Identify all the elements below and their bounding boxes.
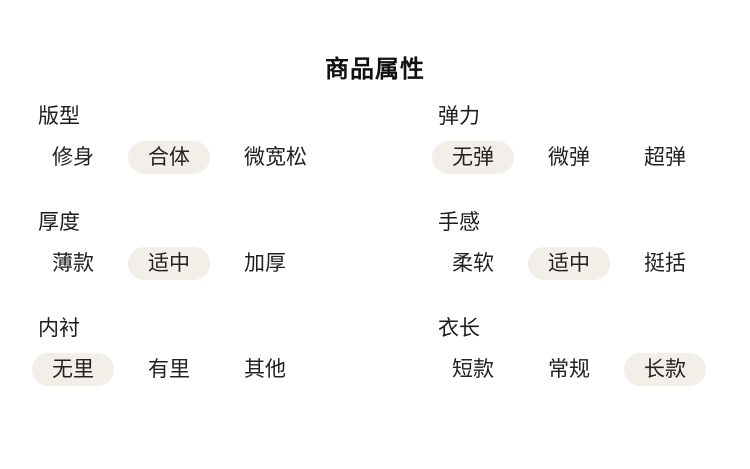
option-pill-selected[interactable]: 适中 (128, 247, 210, 280)
attribute-label: 衣长 (438, 317, 480, 340)
attribute-label: 弹力 (438, 105, 480, 128)
option-pill-selected[interactable]: 无弹 (432, 141, 514, 174)
option-pill[interactable]: 薄款 (52, 252, 94, 275)
option-pill[interactable]: 有里 (148, 358, 190, 381)
attribute-group: 内衬 无里 有里 其他 (32, 318, 432, 386)
page-title: 商品属性 (325, 56, 425, 83)
option-pill[interactable]: 常规 (548, 358, 590, 381)
option-pill[interactable]: 微宽松 (244, 146, 307, 169)
options-row: 无里 有里 其他 (32, 353, 432, 386)
product-attributes-panel: 商品属性 版型 修身 合体 微宽松 弹力 无弹 微弹 超弹 厚度 薄款 适中 加厚 手感 柔… (0, 56, 750, 386)
options-row: 修身 合体 微宽松 (32, 141, 432, 174)
attribute-group: 厚度 薄款 适中 加厚 (32, 212, 432, 280)
attribute-group: 版型 修身 合体 微宽松 (32, 106, 432, 174)
option-pill[interactable]: 微弹 (548, 146, 590, 169)
attribute-label: 手感 (438, 211, 480, 234)
options-row: 薄款 适中 加厚 (32, 247, 432, 280)
option-pill-selected[interactable]: 合体 (128, 141, 210, 174)
attribute-label: 版型 (38, 105, 80, 128)
attributes-grid: 版型 修身 合体 微宽松 弹力 无弹 微弹 超弹 厚度 薄款 适中 加厚 手感 柔软 适中 挺括… (0, 106, 750, 386)
attribute-label: 厚度 (38, 211, 80, 234)
option-pill-selected[interactable]: 长款 (624, 353, 706, 386)
attribute-group: 弹力 无弹 微弹 超弹 (432, 106, 720, 174)
option-pill-selected[interactable]: 适中 (528, 247, 610, 280)
option-pill[interactable]: 柔软 (452, 252, 494, 275)
option-pill[interactable]: 加厚 (244, 252, 286, 275)
attribute-group: 手感 柔软 适中 挺括 (432, 212, 720, 280)
option-pill[interactable]: 超弹 (644, 146, 686, 169)
option-pill[interactable]: 挺括 (644, 252, 686, 275)
option-pill[interactable]: 其他 (244, 358, 286, 381)
attribute-label: 内衬 (38, 317, 80, 340)
options-row: 柔软 适中 挺括 (432, 247, 720, 280)
options-row: 无弹 微弹 超弹 (432, 141, 720, 174)
option-pill[interactable]: 修身 (52, 146, 94, 169)
attribute-group: 衣长 短款 常规 长款 (432, 318, 720, 386)
option-pill[interactable]: 短款 (452, 358, 494, 381)
option-pill-selected[interactable]: 无里 (32, 353, 114, 386)
options-row: 短款 常规 长款 (432, 353, 720, 386)
